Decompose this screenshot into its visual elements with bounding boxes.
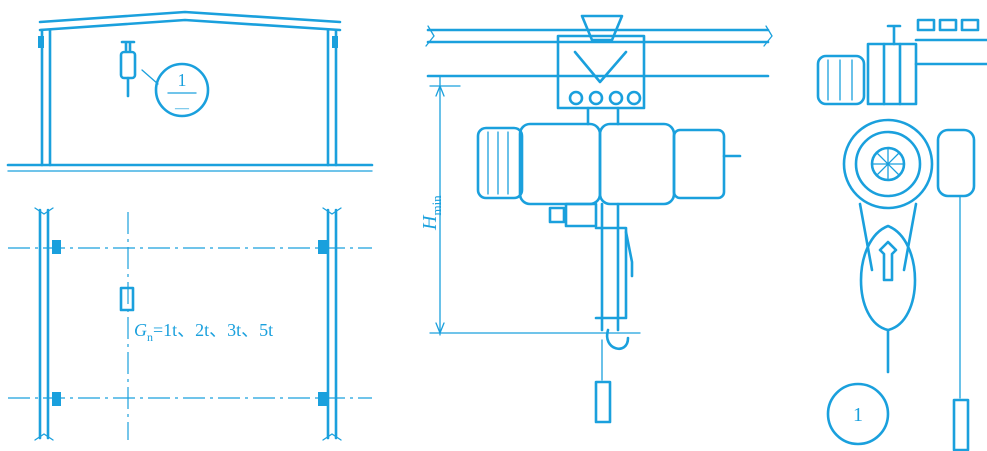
plan-view — [8, 207, 372, 441]
hoist-front-view — [425, 14, 773, 424]
svg-text:Gn=1t、2t、3t、5t: Gn=1t、2t、3t、5t — [134, 320, 273, 344]
load-symbol: G — [134, 320, 147, 340]
height-subscript: min — [429, 195, 444, 216]
detail-number-bottom: — — [174, 101, 190, 116]
svg-text:Hmin: Hmin — [419, 195, 444, 231]
height-dimension-label: Hmin — [419, 195, 444, 231]
load-subscript: n — [147, 330, 153, 344]
detail-circle-number: 1 — [853, 404, 863, 426]
building-elevation — [6, 10, 374, 172]
load-capacity-label: Gn=1t、2t、3t、5t — [134, 320, 273, 344]
hoist-side-view — [816, 18, 987, 451]
load-values: =1t、2t、3t、5t — [153, 320, 273, 340]
detail-callout-bottom: 1 — [826, 382, 890, 446]
detail-callout-top: 1 — — [141, 62, 210, 118]
height-symbol: H — [419, 214, 441, 231]
detail-number-top: 1 — [178, 70, 187, 90]
